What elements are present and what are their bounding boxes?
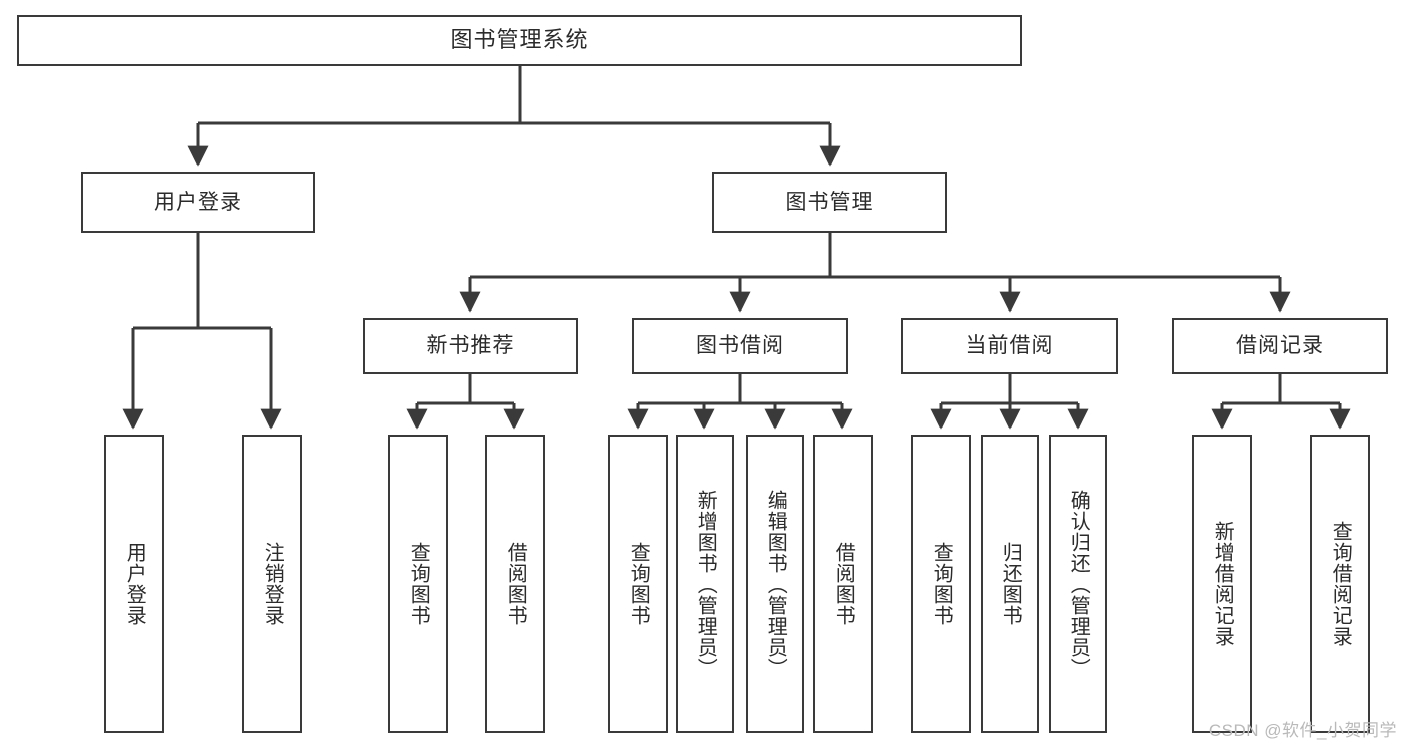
node-label: 当前借阅 <box>965 334 1054 358</box>
node-current-borrow[interactable]: 当前借阅 <box>901 318 1118 374</box>
leaf-query-book-new[interactable]: 查询图书 <box>388 435 448 733</box>
node-book-borrow[interactable]: 图书借阅 <box>632 318 848 374</box>
csdn-watermark: CSDN @软件_小贺同学 <box>1208 721 1397 740</box>
node-label: 用户登录 <box>123 542 146 626</box>
node-label: 查询借阅记录 <box>1329 521 1352 647</box>
node-book-management[interactable]: 图书管理 <box>712 172 947 233</box>
leaf-query-borrow-record[interactable]: 查询借阅记录 <box>1310 435 1370 733</box>
leaf-borrow-book[interactable]: 借阅图书 <box>813 435 873 733</box>
leaf-add-borrow-record[interactable]: 新增借阅记录 <box>1192 435 1252 733</box>
node-label: 图书管理 <box>785 190 874 214</box>
leaf-return-book[interactable]: 归还图书 <box>981 435 1039 733</box>
node-label: 查询图书 <box>627 542 650 626</box>
node-label: 新增借阅记录 <box>1211 521 1234 647</box>
leaf-user-logout[interactable]: 注销登录 <box>242 435 302 733</box>
node-root-library-system[interactable]: 图书管理系统 <box>17 15 1022 66</box>
node-label: 借阅记录 <box>1236 334 1324 358</box>
leaf-borrow-book-new[interactable]: 借阅图书 <box>485 435 545 733</box>
node-label: 查询图书 <box>407 542 430 626</box>
leaf-query-book-current[interactable]: 查询图书 <box>911 435 971 733</box>
node-new-book-recommend[interactable]: 新书推荐 <box>363 318 578 374</box>
leaf-edit-book-admin[interactable]: 编辑图书（管理员） <box>746 435 804 733</box>
node-borrow-record[interactable]: 借阅记录 <box>1172 318 1388 374</box>
node-label: 借阅图书 <box>832 542 855 626</box>
node-label: 新增图书（管理员） <box>694 489 717 679</box>
node-label: 查询图书 <box>930 542 953 626</box>
node-user-login[interactable]: 用户登录 <box>81 172 315 233</box>
leaf-confirm-return-admin[interactable]: 确认归还（管理员） <box>1049 435 1107 733</box>
node-label: 编辑图书（管理员） <box>764 489 787 679</box>
node-label: 新书推荐 <box>426 334 515 358</box>
node-label: 图书管理系统 <box>450 27 589 53</box>
leaf-user-login[interactable]: 用户登录 <box>104 435 164 733</box>
node-label: 用户登录 <box>154 190 242 214</box>
node-label: 归还图书 <box>999 542 1022 626</box>
leaf-query-book-borrow[interactable]: 查询图书 <box>608 435 668 733</box>
leaf-add-book-admin[interactable]: 新增图书（管理员） <box>676 435 734 733</box>
node-label: 借阅图书 <box>504 542 527 626</box>
node-label: 注销登录 <box>261 542 284 626</box>
node-label: 确认归还（管理员） <box>1067 489 1090 679</box>
node-label: 图书借阅 <box>696 334 784 358</box>
